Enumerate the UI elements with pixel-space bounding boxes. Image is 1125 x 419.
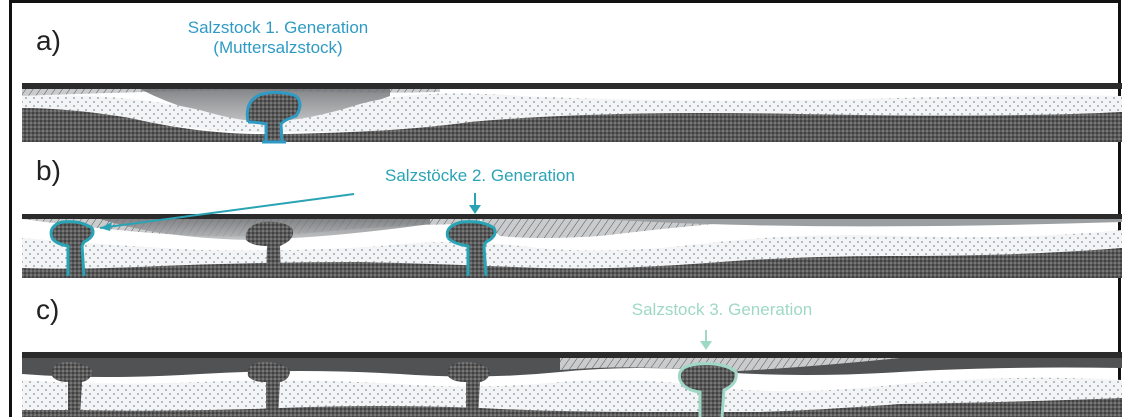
panel-c-section (22, 330, 1122, 417)
panel-a-label: a) (36, 25, 61, 57)
panel-a-annotation: Salzstock 1. Generation (Muttersalzstock… (128, 18, 428, 58)
panel-b-section (22, 193, 1122, 278)
panel-a-annotation-line2: (Muttersalzstock) (128, 38, 428, 58)
panel-a-section (22, 83, 1122, 142)
panel-a-top-layer (22, 83, 1122, 89)
panel-a-annotation-line1: Salzstock 1. Generation (128, 18, 428, 38)
panel-b-annotation: Salzstöcke 2. Generation (330, 166, 630, 186)
panel-b-label: b) (36, 155, 61, 187)
panel-c-label: c) (36, 294, 59, 326)
panel-c-annotation: Salzstock 3. Generation (582, 300, 862, 320)
